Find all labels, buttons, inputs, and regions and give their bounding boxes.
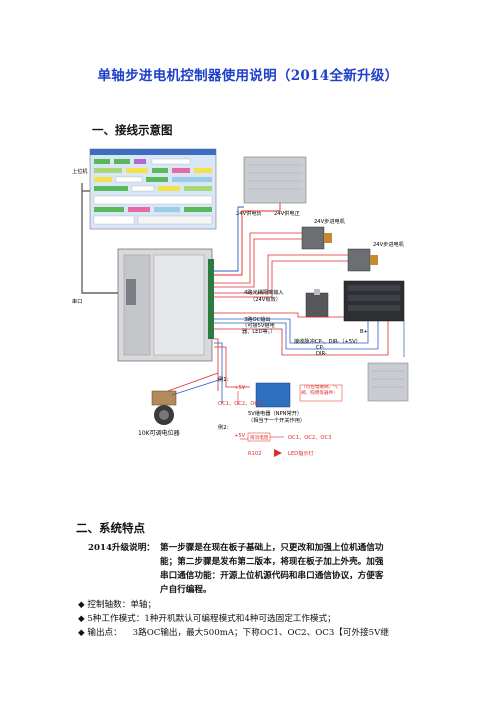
upgrade-line: 第一步骤是在现在板子基础上，只更改和加强上位机通信功 [160, 543, 384, 553]
example2-oc-labels: OC1、OC2、OC3 [288, 435, 331, 441]
document-title: 单轴步进电机控制器使用说明（2014全新升级） [97, 68, 399, 84]
example1-label: 例1： [218, 375, 232, 383]
oc-subtitle-label: （可接5V继电器、LED等。） [242, 323, 276, 335]
section-heading-features: 二、系统特点 [76, 521, 145, 535]
example1-oc-labels: OC1、OC2、OC3 [218, 401, 261, 407]
wire-cp-label: CP- [316, 345, 325, 351]
example2-label: 例2： [218, 423, 232, 431]
wire-dir-label: DIR- [316, 351, 327, 357]
list-item: ◆ 5种工作模式：1种开机默认可编程模式和4种可选固定工作模式； [78, 614, 336, 624]
relay-sub-label: （相当于一个开关作用） [248, 416, 305, 424]
list-item: ◆ 输出点： 3路OC输出，最大500mA；下称OC1、OC2、OC3【可外接5… [78, 628, 389, 638]
list-item: ◆ 控制轴数：单轴； [78, 600, 157, 610]
opto-inputs-label: 4路光耦隔离输入 [244, 288, 284, 296]
host-software-screenshot [89, 148, 217, 230]
upgrade-label: 2014升级说明： [88, 543, 155, 553]
wire-b-label: B+ [360, 329, 368, 335]
stepper-motor-1 [301, 226, 332, 250]
stepper-motor-2 [347, 248, 378, 272]
stepper-driver [343, 280, 405, 322]
section-heading-wiring: 一、接线示意图 [92, 123, 173, 137]
upgrade-line: 能；第二步骤是发布第二版本，将现在板子加上外壳。加强 [160, 557, 384, 567]
controller-board [117, 248, 214, 362]
motor2-label: 24V步进电机 [373, 240, 405, 248]
led-icon [274, 449, 282, 457]
upgrade-line: 串口通信功能：开源上位机源代码和串口通信协议，方便客 [160, 571, 384, 581]
psu-neg-label: 24V供电负 [236, 209, 262, 217]
led-resistor-ref: R102 [248, 451, 262, 457]
upgrade-line: 户自行编程。 [160, 585, 212, 595]
diamond-bullet-icon: ◆ [78, 600, 88, 610]
opto-note-label: （24V有效） [250, 295, 281, 303]
example2-voltage: +5V [234, 433, 246, 439]
relay-label: 5V继电器（NPN常开） [248, 409, 302, 417]
power-supply-2 [367, 362, 409, 402]
stepper-motor-3 [305, 289, 329, 318]
host-pc-label: 上位机 [72, 167, 88, 175]
relay-load-label: （可控电磁阀、气阀、照明等器件） [301, 385, 338, 396]
motor1-label: 24V步进电机 [314, 217, 346, 225]
example1-voltage: +5V [234, 385, 246, 391]
upgrade-text: 第一步骤是在现在板子基础上，只更改和加强上位机通信功 能；第二步骤是发布第二版本… [160, 541, 460, 597]
feature-list: ◆ 控制轴数：单轴； ◆ 5种工作模式：1种开机默认可编程模式和4种可选固定工作… [78, 598, 478, 640]
psu-pos-label: 24V供电正 [274, 209, 300, 217]
oc-title-label: 3路OC输出 [244, 315, 271, 323]
led-label: LED指示灯 [288, 449, 314, 457]
serial-label: 串口 [72, 298, 82, 305]
relay-module [255, 382, 291, 408]
potentiometer [151, 372, 223, 425]
led-resistor-label: 限流电阻 [250, 434, 269, 441]
diamond-bullet-icon: ◆ [78, 614, 88, 624]
wire-signal-label: 接收脉冲CP-、DIR-（+5V） [294, 337, 361, 345]
diamond-bullet-icon: ◆ [78, 628, 88, 638]
wiring-diagram: 上位机 串口 24V供电负 24V供电正 24V步进电机 24V步进电机 [72, 148, 409, 457]
potentiometer-label: 10K可调电位器 [138, 429, 180, 437]
power-supply [243, 156, 307, 204]
